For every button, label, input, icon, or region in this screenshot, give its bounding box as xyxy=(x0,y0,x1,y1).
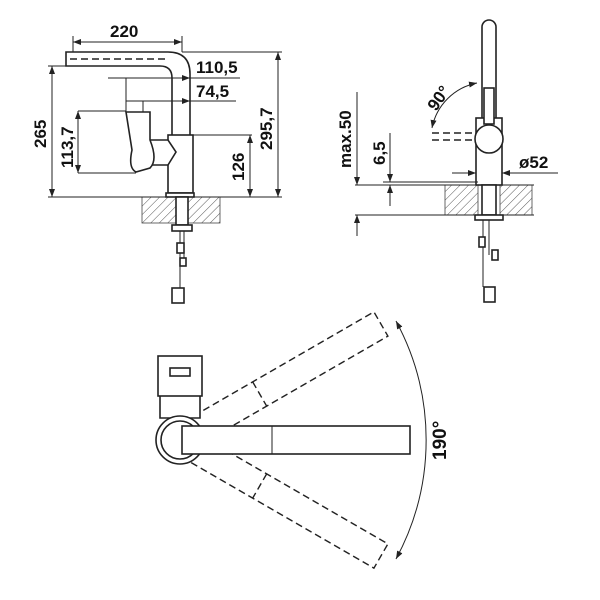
shank xyxy=(481,184,497,216)
dim-max-thickness: max.50 xyxy=(336,110,355,168)
mounting-nut xyxy=(474,214,504,221)
countertop-section-right xyxy=(499,184,533,216)
hose-fitting xyxy=(176,242,185,254)
hose-end xyxy=(483,286,496,303)
faucet-body-top xyxy=(159,394,201,419)
countertop-section-left xyxy=(141,196,177,224)
handle-lever xyxy=(125,111,155,173)
dim-body-height: 126 xyxy=(229,153,248,181)
dim-lever-angle: 90° xyxy=(424,82,454,114)
dim-diameter: ø52 xyxy=(519,153,548,172)
handle-lever xyxy=(483,87,495,125)
shank xyxy=(175,196,189,226)
dim-handle-1: 110,5 xyxy=(196,58,238,77)
dim-handle-height: 113,7 xyxy=(58,126,77,168)
dim-flange: 6,5 xyxy=(370,141,389,165)
hose-end xyxy=(171,287,185,304)
faucet-body xyxy=(167,134,194,194)
dim-spout-height: 265 xyxy=(31,120,50,148)
front-view: 90° ø52 max.50 6,5 xyxy=(336,19,558,303)
dim-swivel-angle: 190° xyxy=(430,421,451,460)
mounting-nut xyxy=(171,224,193,232)
dim-reach: 220 xyxy=(110,22,138,41)
handle-hub xyxy=(474,124,504,154)
countertop-section-left xyxy=(444,184,479,216)
spout-top xyxy=(181,425,411,455)
hose-fitting xyxy=(478,236,486,248)
hose-fitting-2 xyxy=(179,257,187,267)
side-view: 220 110,5 74,5 265 113,7 126 295,7 xyxy=(31,22,282,304)
dim-total-height: 295,7 xyxy=(257,107,276,150)
handle-lever-90-position xyxy=(432,132,475,141)
dim-handle-2: 74,5 xyxy=(196,82,229,101)
dim-arc-90 xyxy=(430,81,478,129)
hose-fitting-2 xyxy=(491,249,499,261)
dim-arc-190 xyxy=(395,320,427,560)
top-view: 190° xyxy=(155,310,451,570)
countertop-section-right xyxy=(187,196,221,224)
handle-slot xyxy=(169,367,191,377)
